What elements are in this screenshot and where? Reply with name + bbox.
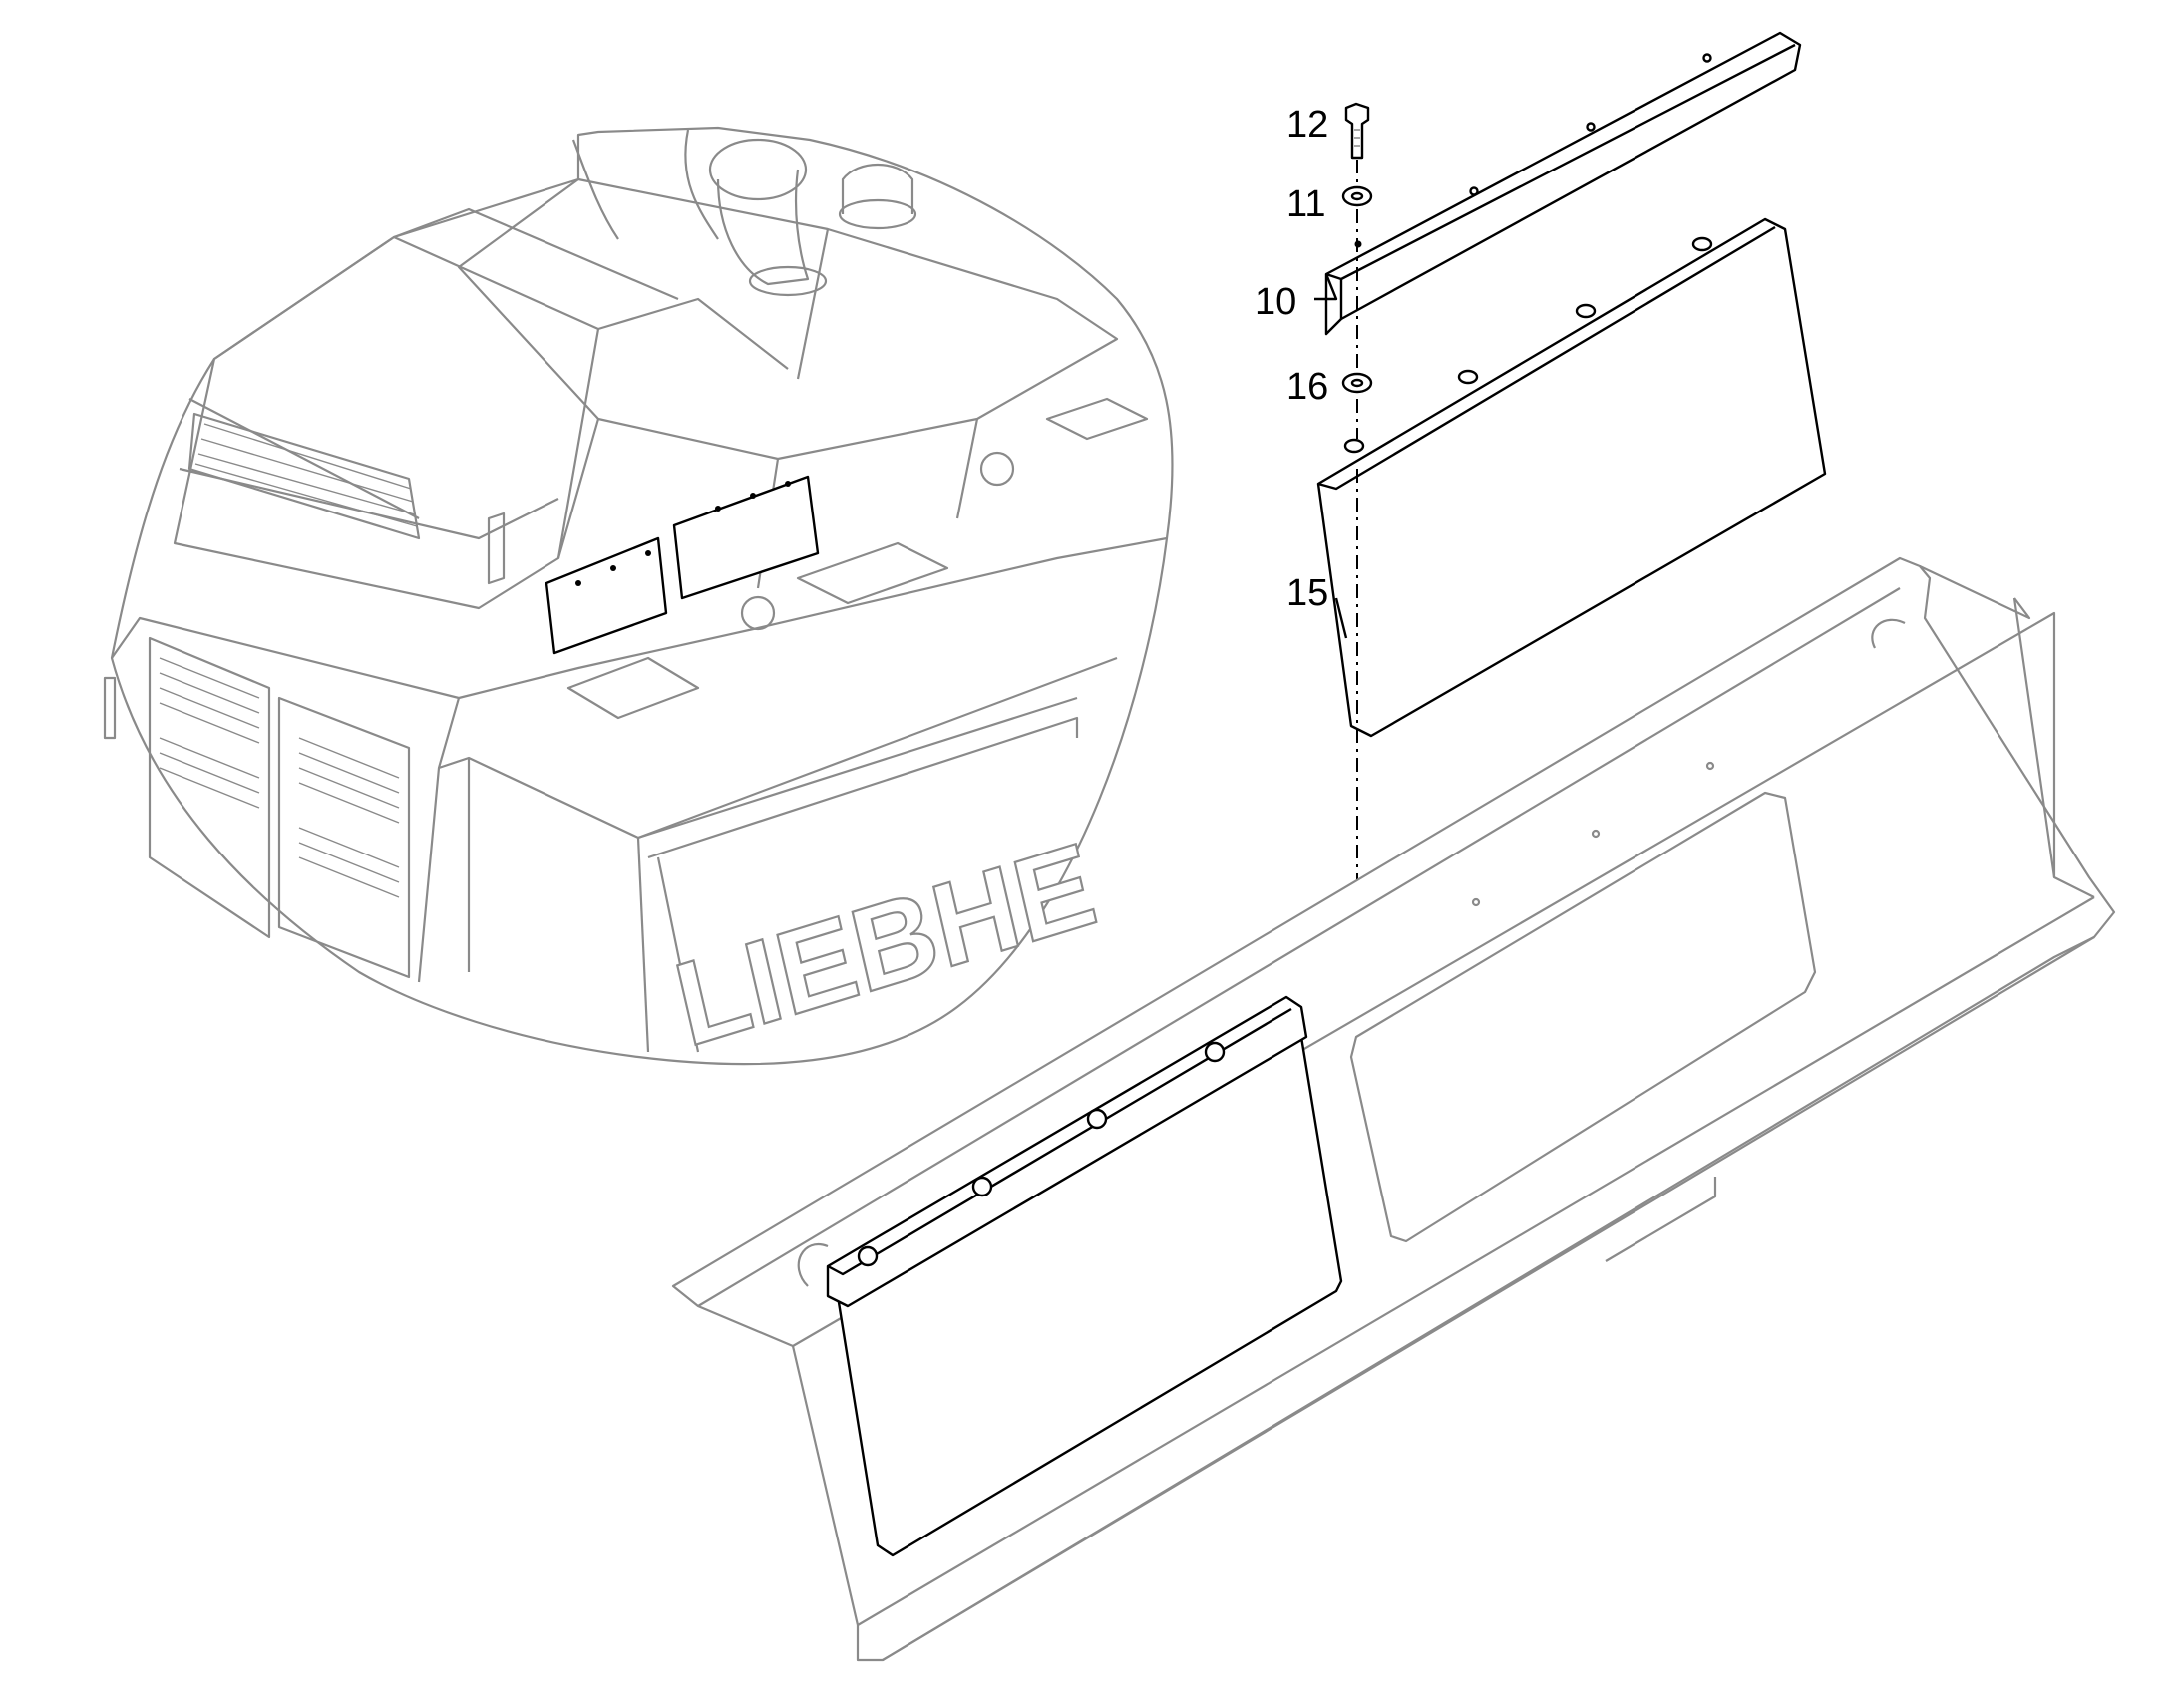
callout-12: 12 xyxy=(1286,104,1328,146)
rubber-flap-part xyxy=(1316,217,1827,738)
callout-labels: 12 11 10 16 15 xyxy=(1255,104,1348,639)
installed-flap xyxy=(826,995,1343,1557)
callout-10: 10 xyxy=(1255,281,1296,323)
exhaust-pipes xyxy=(571,129,917,297)
bolt-part xyxy=(1344,102,1370,160)
callout-15: 15 xyxy=(1286,572,1328,614)
washer-lower-part xyxy=(1341,372,1373,394)
callout-11: 11 xyxy=(1286,183,1325,225)
service-doors xyxy=(103,636,411,979)
overview-flaps xyxy=(545,475,820,655)
machine-overview: LIEBHE xyxy=(103,126,1174,1073)
hood-grille xyxy=(187,412,421,540)
exploded-parts xyxy=(1316,31,1827,972)
washer-upper-part xyxy=(1341,185,1373,207)
clamping-strip-part xyxy=(1324,31,1802,336)
callout-16: 16 xyxy=(1286,366,1328,408)
